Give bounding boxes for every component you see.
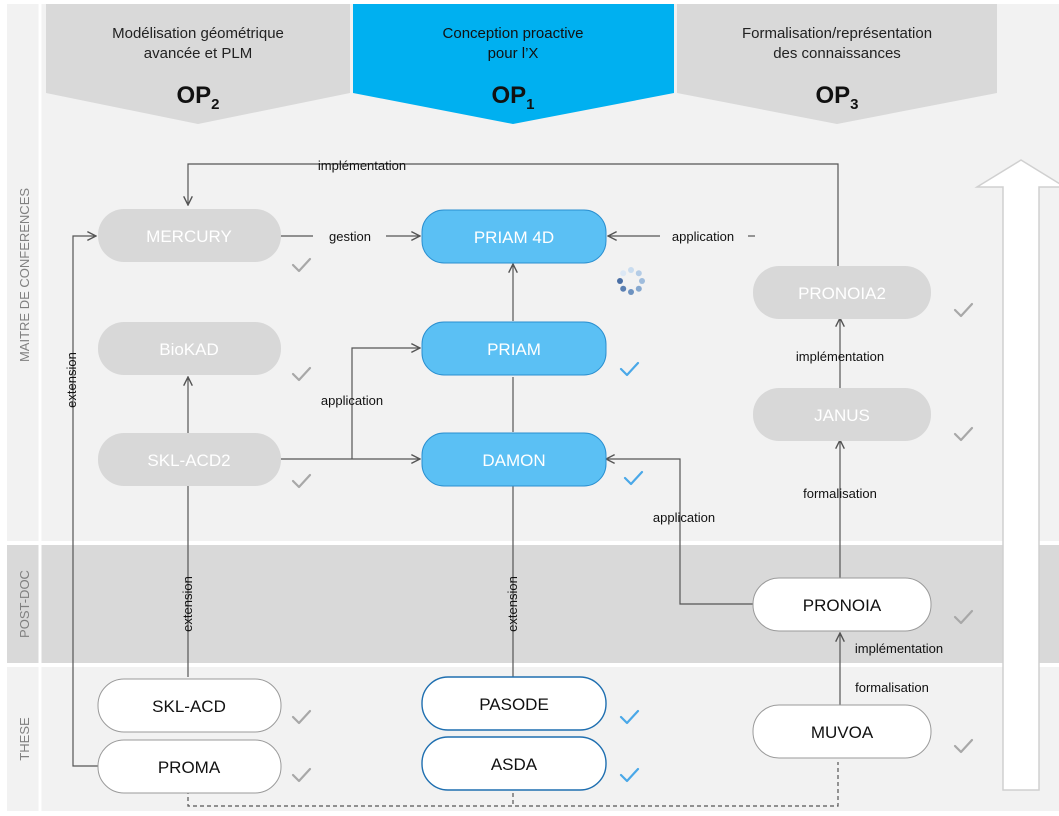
edge-label-implementation-janus: implémentation	[796, 349, 884, 364]
header-op3: Formalisation/représentation des connais…	[677, 4, 997, 124]
header-op3-code: OP3	[815, 82, 858, 113]
edge-label-formalisation-janus: formalisation	[803, 486, 877, 501]
header-op3-title-2: des connaissances	[773, 45, 901, 62]
edge-label-gestion: gestion	[329, 229, 371, 244]
header-op2: Modélisation géométrique avancée et PLM …	[46, 4, 350, 124]
svg-text:PROMA: PROMA	[158, 758, 221, 777]
check-icon-pronoia2	[953, 302, 974, 318]
svg-text:MERCURY: MERCURY	[146, 227, 232, 246]
header-op1-title-2: pour l’X	[488, 45, 539, 62]
svg-text:SKL-ACD2: SKL-ACD2	[147, 451, 230, 470]
connectors	[72, 163, 840, 767]
check-icon-asda	[619, 767, 640, 783]
svg-text:PRONOIA: PRONOIA	[803, 596, 882, 615]
progression-arrow-icon	[974, 159, 1059, 791]
node-janus[interactable]: JANUS	[753, 388, 931, 441]
node-priam[interactable]: PRIAM	[421, 321, 607, 376]
check-icon-skl-acd2	[291, 473, 312, 489]
node-damon[interactable]: DAMON	[421, 432, 607, 487]
header-op2-title-1: Modélisation géométrique	[112, 25, 284, 42]
svg-text:JANUS: JANUS	[814, 406, 870, 425]
row-label-postdoc: POST-DOC	[17, 570, 32, 638]
svg-text:ASDA: ASDA	[491, 755, 538, 774]
node-pasode[interactable]: PASODE	[421, 676, 607, 731]
svg-text:BioKAD: BioKAD	[159, 340, 219, 359]
edge-label-extension-left: extension	[64, 352, 79, 408]
header-op2-title-2: avancée et PLM	[144, 45, 252, 62]
node-pronoia2[interactable]: PRONOIA2	[753, 266, 931, 319]
node-asda[interactable]: ASDA	[421, 736, 607, 791]
svg-text:DAMON: DAMON	[482, 451, 545, 470]
svg-text:PASODE: PASODE	[479, 695, 549, 714]
edge-label-implementation-muvoa: implémentation	[855, 641, 943, 656]
svg-text:SKL-ACD: SKL-ACD	[152, 697, 226, 716]
header-op3-title-1: Formalisation/représentation	[742, 25, 932, 42]
svg-text:PRONOIA2: PRONOIA2	[798, 284, 886, 303]
header-op2-code: OP2	[176, 82, 219, 113]
edge-label-extension-damon: extension	[505, 576, 520, 632]
node-skl-acd[interactable]: SKL-ACD	[97, 678, 282, 733]
node-biokad[interactable]: BioKAD	[98, 322, 281, 375]
edge-label-application-mid: application	[321, 393, 383, 408]
check-icon-muvoa	[953, 738, 974, 754]
edge-label-application-pronoia: application	[653, 510, 715, 525]
check-icon-pasode	[619, 709, 640, 725]
edge-label-application-top: application	[672, 229, 734, 244]
node-pronoia[interactable]: PRONOIA	[752, 577, 932, 632]
header-op1: Conception proactive pour l’X OP1	[353, 4, 674, 124]
spinner-icon	[617, 267, 645, 295]
check-icon-pronoia	[953, 609, 974, 625]
header-op1-code: OP1	[491, 82, 534, 113]
node-mercury[interactable]: MERCURY	[98, 209, 281, 262]
check-icon-proma	[291, 767, 312, 783]
row-label-these: THESE	[17, 717, 32, 761]
check-icon-damon	[623, 470, 644, 486]
check-icon-skl-acd	[291, 709, 312, 725]
row-label-mcf: MAITRE DE CONFERENCES	[17, 188, 32, 362]
node-skl-acd2[interactable]: SKL-ACD2	[98, 433, 281, 486]
check-icon-mercury	[291, 257, 312, 273]
node-proma[interactable]: PROMA	[97, 739, 282, 794]
edge-label-formalisation-muvoa: formalisation	[855, 680, 929, 695]
edge-label-extension-skl: extension	[180, 576, 195, 632]
node-priam4d[interactable]: PRIAM 4D	[421, 209, 607, 264]
check-icon-biokad	[291, 366, 312, 382]
node-muvoa[interactable]: MUVOA	[752, 704, 932, 759]
edge-label-implementation-top: implémentation	[318, 158, 406, 173]
svg-text:MUVOA: MUVOA	[811, 723, 874, 742]
check-icon-janus	[953, 426, 974, 442]
svg-text:PRIAM 4D: PRIAM 4D	[474, 228, 554, 247]
check-icon-priam	[619, 361, 640, 377]
svg-text:PRIAM: PRIAM	[487, 340, 541, 359]
header-op1-title-1: Conception proactive	[443, 25, 584, 42]
